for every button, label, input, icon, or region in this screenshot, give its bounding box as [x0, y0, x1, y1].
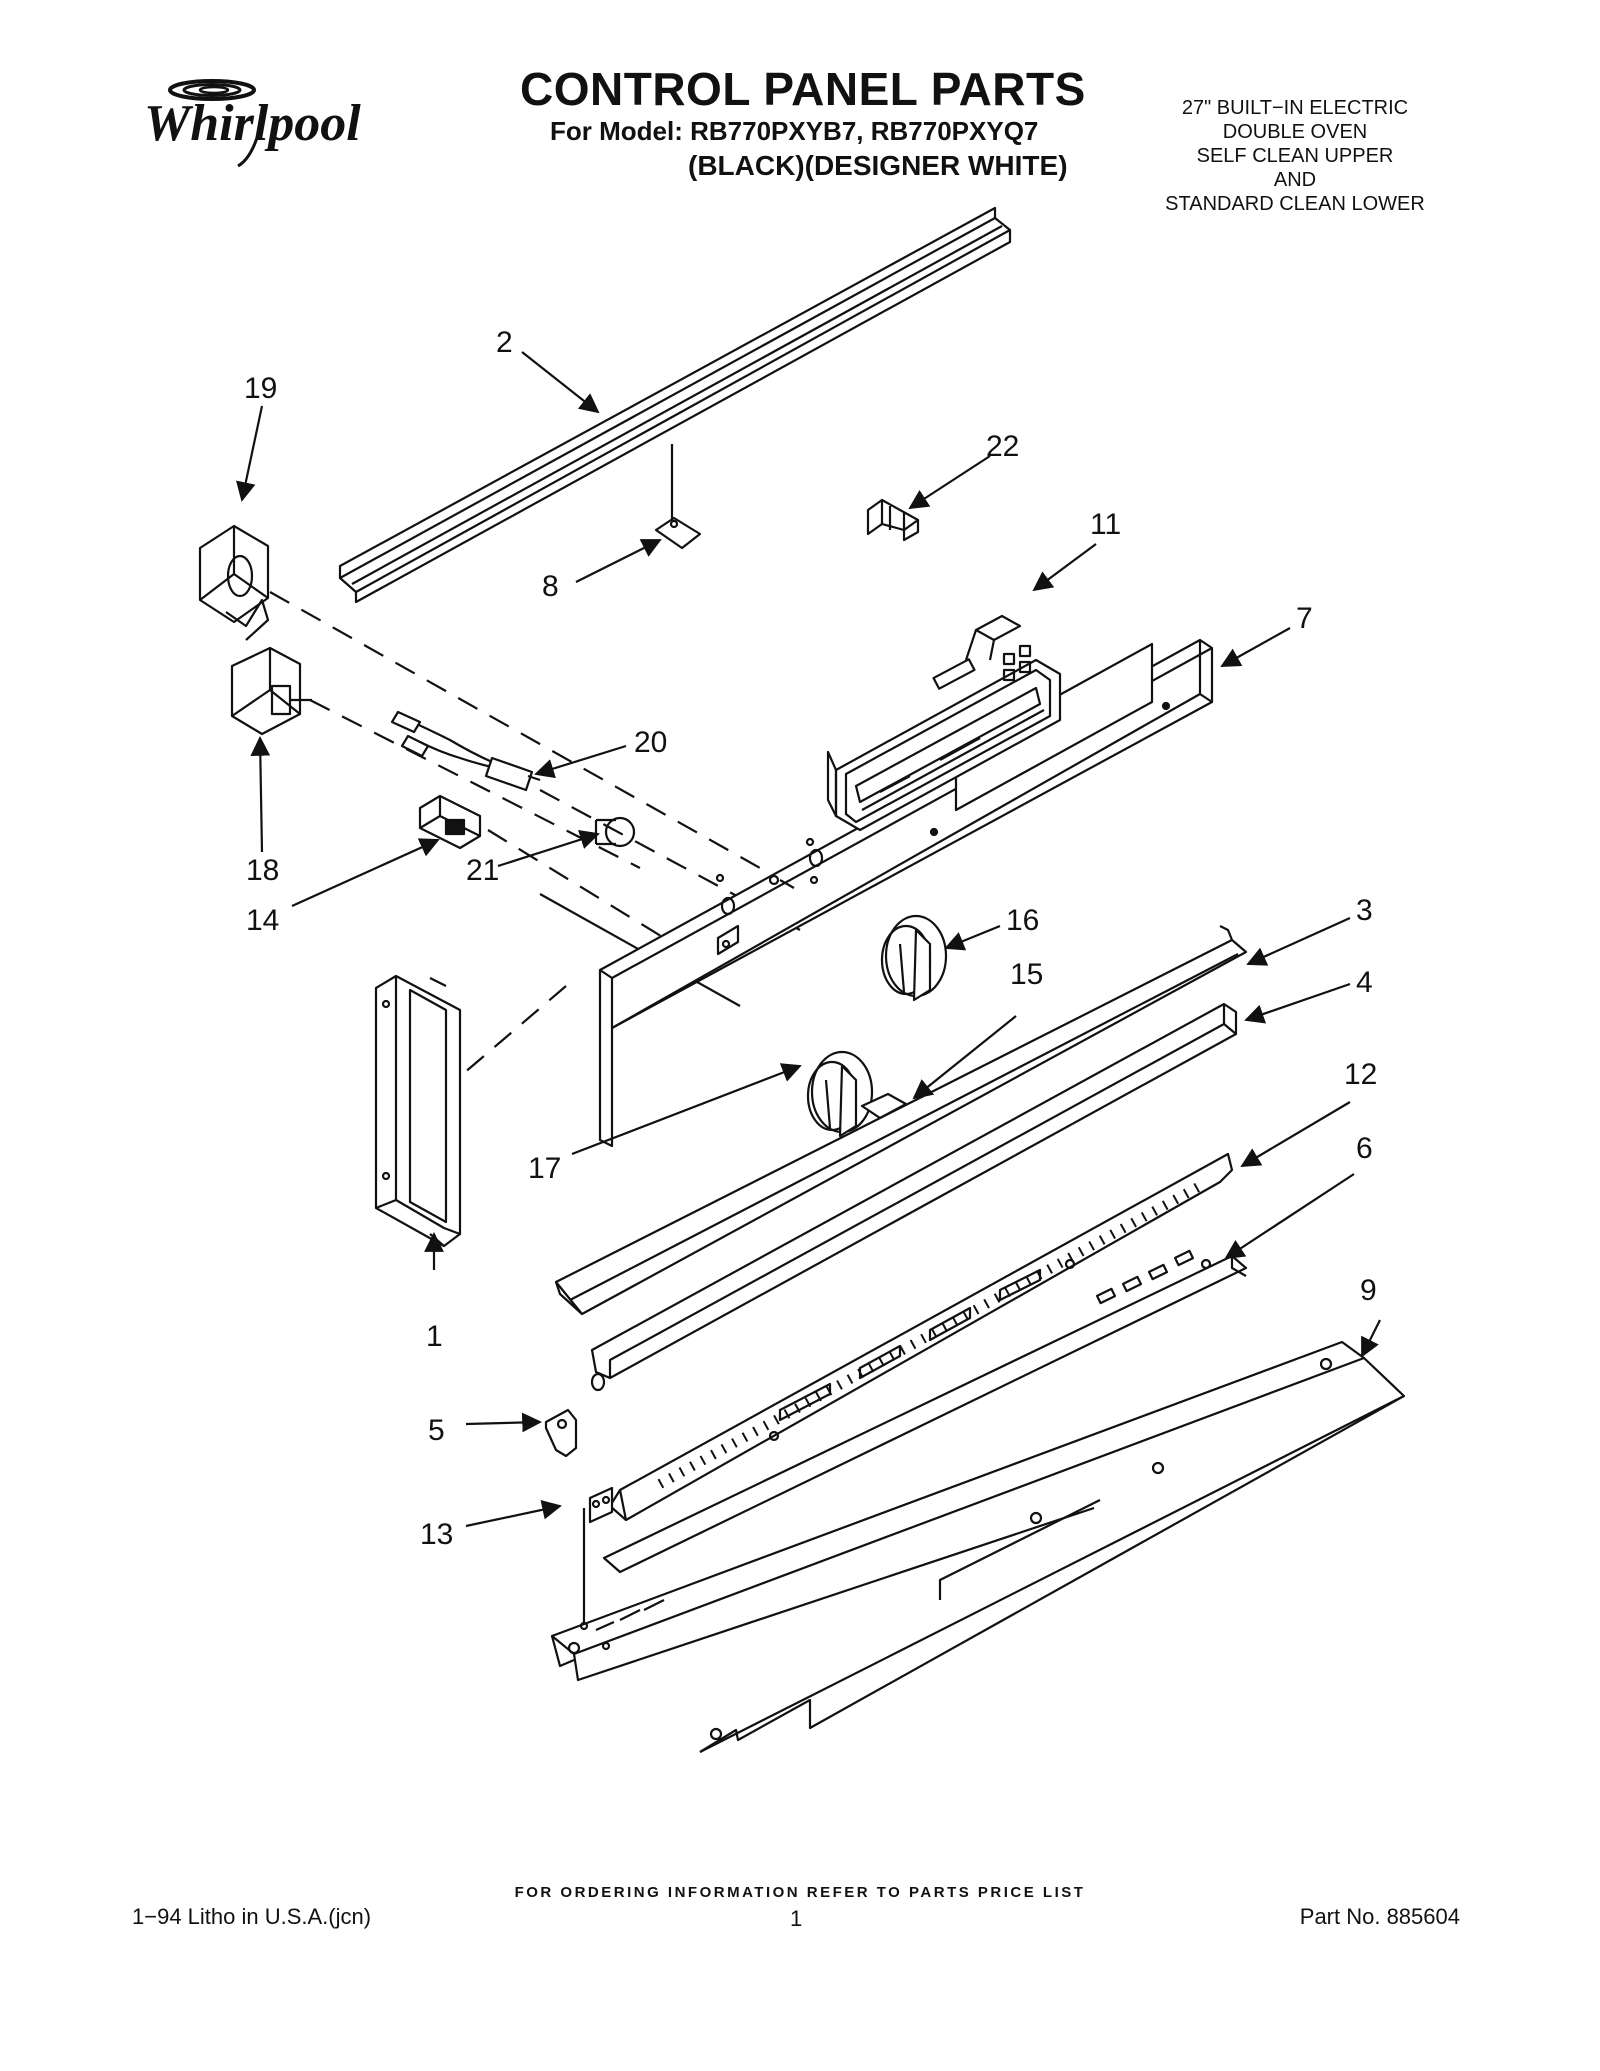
part-14-rocker-switch: [418, 794, 482, 850]
litho-note: 1−94 Litho in U.S.A.(jcn): [132, 1904, 372, 1929]
part-20-wire-harness: [390, 710, 541, 792]
page-title: CONTROL PANEL PARTS: [520, 63, 1086, 115]
swirl-icon: [168, 79, 256, 101]
part-6-bracket-bar: [602, 1249, 1248, 1574]
part-7-control-panel: [598, 638, 1214, 1148]
description-line: SELF CLEAN UPPER: [1196, 145, 1394, 167]
callout-22: 22: [986, 430, 1019, 463]
callout-4: 4: [1356, 966, 1373, 999]
callout-1: 1: [426, 1320, 443, 1353]
callout-8: 8: [542, 570, 559, 603]
part-3-trim: [554, 925, 1248, 1316]
part-11-control-board: [826, 614, 1062, 832]
part-18-switch: [230, 646, 312, 736]
part-1-end-cap: [374, 974, 462, 1248]
part-8-clip: [654, 444, 702, 550]
alignment-lines: [269, 591, 801, 1086]
description-line: AND: [1273, 169, 1317, 191]
callout-6: 6: [1356, 1132, 1373, 1165]
ordering-note: FOR ORDERING INFORMATION REFER TO PARTS …: [514, 1884, 1086, 1901]
callout-17: 17: [528, 1152, 561, 1185]
callout-5: 5: [428, 1414, 445, 1447]
callout-leaders: [236, 351, 1381, 1528]
description-line: STANDARD CLEAN LOWER: [1165, 193, 1425, 215]
callout-15: 15: [1010, 958, 1043, 991]
callout-11: 11: [1090, 508, 1121, 541]
description-line: 27" BUILT−IN ELECTRIC: [1181, 97, 1409, 119]
callout-9: 9: [1360, 1274, 1377, 1307]
product-description: 27" BUILT−IN ELECTRIC DOUBLE OVEN SELF C…: [1130, 96, 1460, 216]
part-13-small-bracket: [579, 1486, 614, 1631]
callout-14: 14: [246, 904, 279, 937]
callout-labels: 2 19 8 22 11 7 20 21 18 14 16 15 17 3 4 …: [244, 326, 1377, 1551]
callout-2: 2: [496, 326, 513, 359]
callout-21: 21: [466, 854, 499, 887]
part-21-lamp: [594, 816, 636, 848]
part-2-top-trim: [338, 206, 1012, 604]
whirlpool-logo: Whirlpool: [144, 79, 361, 168]
callout-18: 18: [246, 854, 279, 887]
model-line: For Model: RB770PXYB7, RB770PXYQ7: [550, 116, 1039, 146]
callout-13: 13: [420, 1518, 453, 1551]
callout-3: 3: [1356, 894, 1373, 927]
callout-16: 16: [1006, 904, 1039, 937]
description-line: DOUBLE OVEN: [1222, 121, 1368, 143]
brand-wordmark: Whirlpool: [144, 95, 361, 152]
callout-7: 7: [1296, 602, 1313, 635]
finish-line: (BLACK)(DESIGNER WHITE): [688, 150, 1068, 181]
part-19-switch: [198, 524, 270, 641]
part-5-clip: [544, 1408, 578, 1458]
part-16-knob: [880, 914, 948, 1002]
page-number: 1: [790, 1906, 803, 1931]
callout-20: 20: [634, 726, 667, 759]
part-17-knob: [806, 1050, 874, 1138]
part-4-trim: [590, 1002, 1238, 1392]
part-number: Part No. 885604: [1299, 1904, 1460, 1929]
part-22-bracket: [866, 498, 920, 542]
callout-19: 19: [244, 372, 277, 405]
callout-12: 12: [1344, 1058, 1377, 1091]
part-9-base-pan: [550, 1340, 1406, 1753]
